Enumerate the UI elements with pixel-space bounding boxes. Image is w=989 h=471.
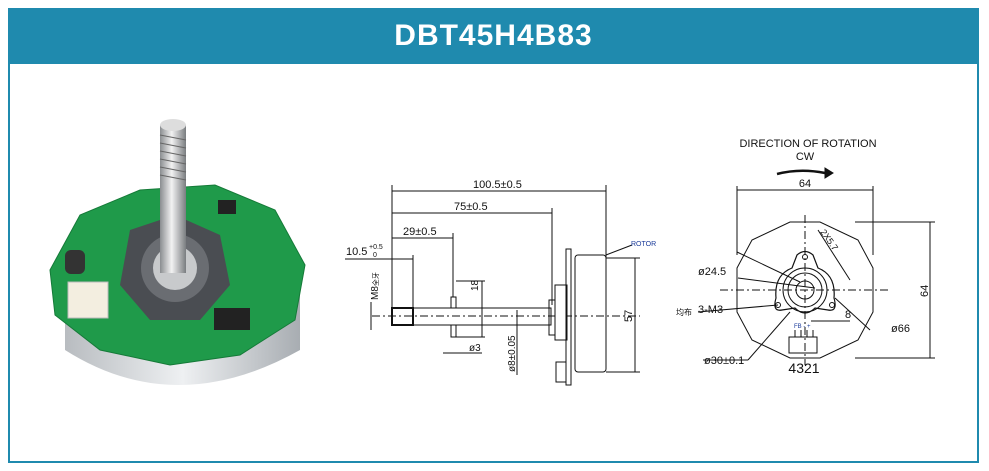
dim-8: 8 (845, 309, 851, 321)
rotation-arrow (776, 169, 826, 176)
rotation-direction: CW (796, 151, 815, 163)
motor-outline (736, 221, 874, 359)
dim-30: ø30±0.1 (704, 355, 744, 367)
dim-hub: ø24.5 (698, 266, 726, 278)
thread-spec: M8全牙 (370, 272, 381, 300)
dim-overall-length: 100.5±0.5 (473, 179, 522, 191)
dim-10-5: 10.5 (346, 246, 367, 258)
dim-66: ø66 (891, 323, 910, 335)
motor-shaft (160, 125, 186, 273)
rotor-label: ROTOR (631, 241, 656, 248)
connector-pins: 4321 (788, 360, 819, 376)
holes-prefix: 均布 (676, 307, 692, 317)
connector-label: FB - + (794, 324, 811, 330)
dim-29: 29±0.5 (403, 226, 437, 238)
dim-shaft: ø8±0.05 (507, 335, 518, 372)
ic-chip (214, 308, 250, 330)
ic-chip (218, 200, 236, 214)
connector (67, 281, 109, 319)
header-bar: DBT45H4B83 (8, 8, 979, 64)
product-title: DBT45H4B83 (394, 19, 593, 52)
dim-height: 64 (919, 285, 931, 297)
dim-10-5-tol-upper: +0.5 (369, 244, 383, 251)
capacitor (65, 250, 85, 274)
dim-18: 18 (470, 279, 481, 291)
rotation-label: DIRECTION OF ROTATION (739, 138, 876, 150)
shaft-tip (160, 119, 186, 131)
dim-width: 64 (799, 178, 811, 190)
holes-spec: 3-M3 (698, 304, 723, 316)
dim-10-5-tol-lower: 0 (373, 252, 377, 259)
dim-57: 57 (623, 310, 635, 322)
dim-pin: ø3 (469, 343, 481, 354)
dim-75: 75±0.5 (454, 201, 488, 213)
dim-2x57: 2X5.7 (818, 227, 840, 252)
